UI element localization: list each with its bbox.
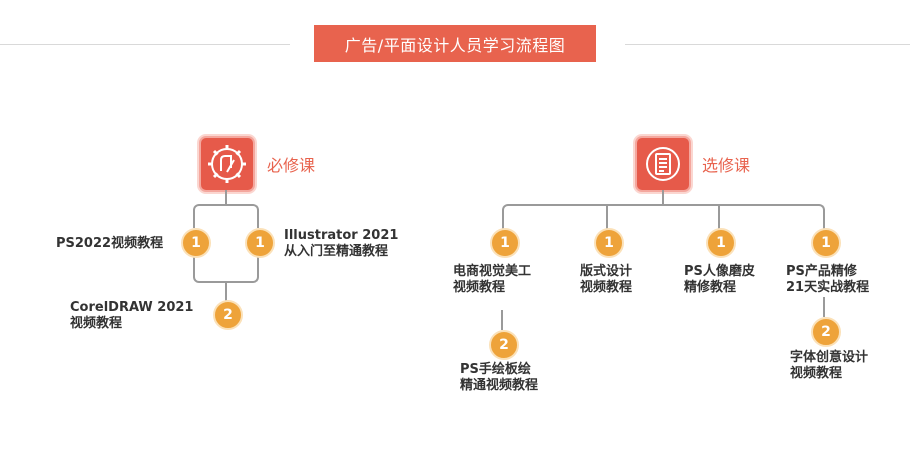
required-bottom-bracket (193, 256, 259, 283)
elective-tile (635, 136, 691, 192)
course-line: 从入门至精通教程 (284, 244, 389, 259)
required-stem (225, 190, 227, 206)
required-label: 必修课 (267, 156, 316, 175)
course-line: 视频教程 (70, 316, 123, 331)
course-ecommerce[interactable]: 电商视觉美工 视频教程 (453, 264, 531, 296)
elective-badge-3: 1 (706, 228, 736, 258)
course-line: 视频教程 (580, 280, 633, 295)
elective-badge-4: 1 (811, 228, 841, 258)
course-drawing[interactable]: PS手绘板绘 精通视频教程 (460, 362, 538, 394)
course-line: 精修教程 (684, 280, 737, 295)
course-line: 精通视频教程 (460, 378, 539, 393)
elective-label: 选修课 (702, 156, 751, 175)
required-top-bracket (193, 204, 259, 228)
elective-branch-2 (606, 205, 608, 230)
header-rule-left (0, 44, 290, 45)
course-line: 版式设计 (580, 264, 633, 279)
course-retouch[interactable]: PS人像磨皮 精修教程 (684, 264, 755, 296)
course-line: 电商视觉美工 (453, 264, 532, 279)
course-line: PS手绘板绘 (460, 362, 531, 377)
course-product[interactable]: PS产品精修 21天实战教程 (786, 264, 869, 296)
elective-badge-5: 2 (489, 330, 519, 360)
course-ps2022[interactable]: PS2022视频教程 (56, 236, 163, 252)
brain-gear-icon (208, 145, 246, 183)
required-badge-1: 1 (181, 228, 211, 258)
course-line: PS人像磨皮 (684, 264, 755, 279)
elective-badge-2: 1 (594, 228, 624, 258)
course-coreldraw[interactable]: CorelDRAW 2021 视频教程 (70, 300, 193, 332)
course-line: PS产品精修 (786, 264, 857, 279)
course-line: Illustrator 2021 (284, 228, 399, 243)
course-line: PS2022视频教程 (56, 236, 164, 251)
course-illustrator[interactable]: Illustrator 2021 从入门至精通教程 (284, 228, 398, 260)
page-title: 广告/平面设计人员学习流程图 (314, 25, 596, 62)
elective-branch-3 (718, 205, 720, 230)
course-line: 视频教程 (453, 280, 506, 295)
elective-lower-stem-1 (501, 310, 503, 330)
elective-lower-stem-2 (823, 297, 825, 317)
course-line: CorelDRAW 2021 (70, 300, 194, 315)
required-tile (199, 136, 255, 192)
course-typography[interactable]: 字体创意设计 视频教程 (790, 350, 868, 382)
elective-badge-6: 2 (811, 317, 841, 347)
required-badge-3: 2 (213, 300, 243, 330)
required-lower-stem (225, 281, 227, 301)
required-badge-2: 1 (245, 228, 275, 258)
checklist-icon (646, 147, 680, 181)
elective-stem (662, 190, 664, 206)
elective-bracket (502, 204, 825, 230)
header-rule-right (625, 44, 910, 45)
course-line: 字体创意设计 (790, 350, 869, 365)
course-line: 视频教程 (790, 366, 843, 381)
elective-badge-1: 1 (490, 228, 520, 258)
course-line: 21天实战教程 (786, 280, 870, 295)
course-layout[interactable]: 版式设计 视频教程 (580, 264, 632, 296)
